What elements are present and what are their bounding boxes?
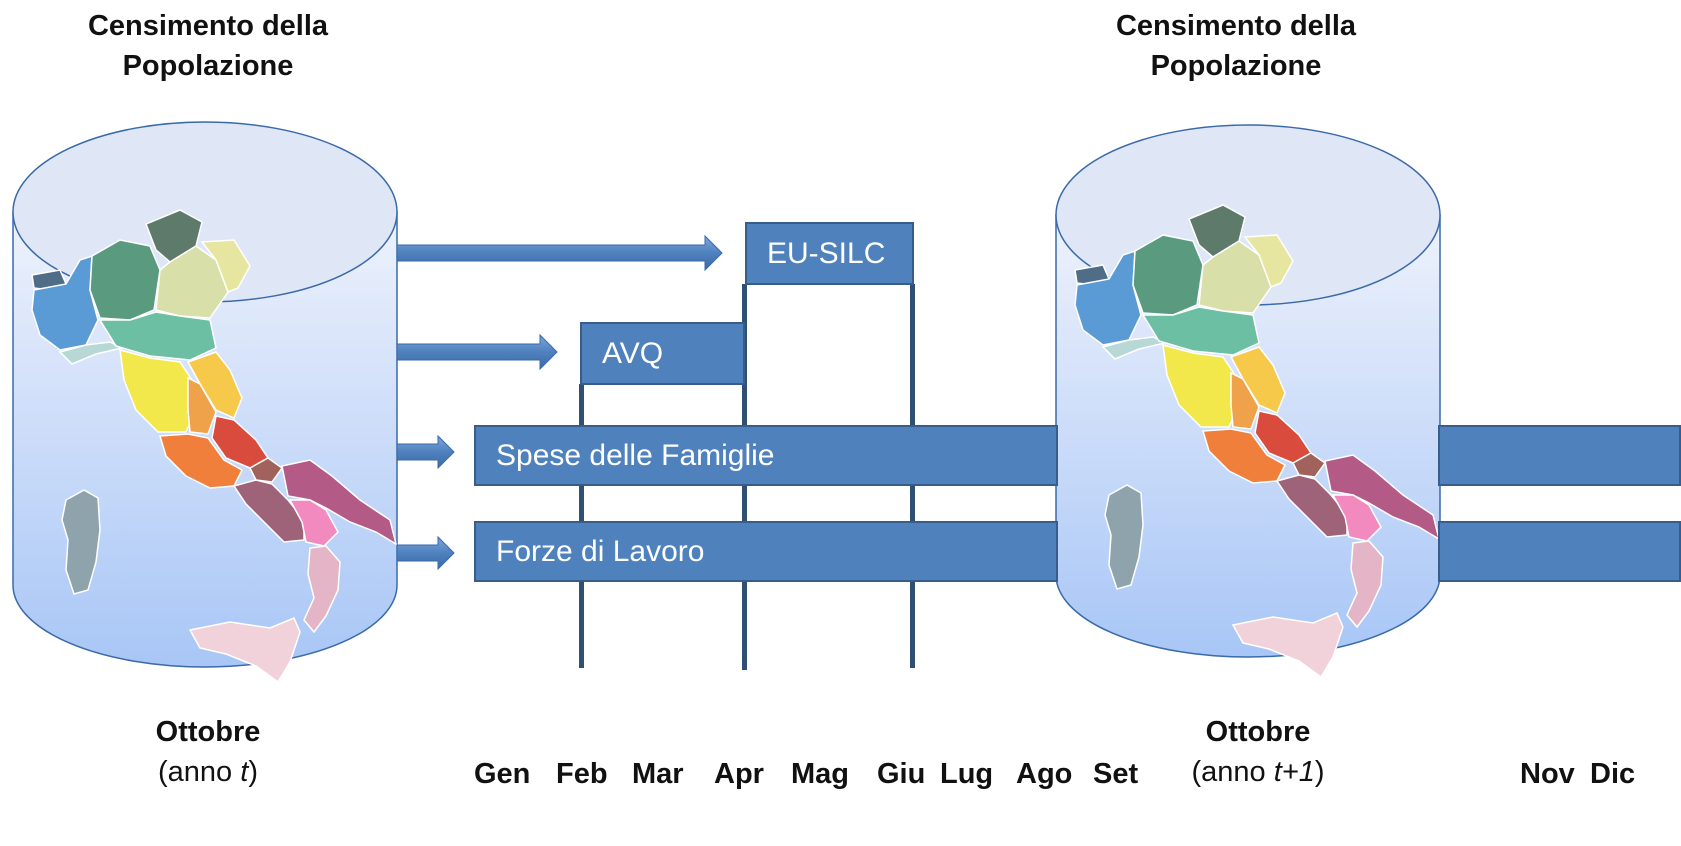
left-census-cylinder (12, 121, 398, 683)
survey-bar-spese-continued (1438, 425, 1681, 486)
month-mar: Mar (632, 758, 684, 790)
month-dic: Dic (1590, 758, 1636, 790)
survey-label-avq: AVQ (602, 336, 664, 370)
month-ago: Ago (1016, 758, 1073, 790)
right-caption-year-prefix: (anno (1191, 756, 1274, 788)
survey-bar-forze: Forze di Lavoro (474, 521, 1058, 582)
month-gen: Gen (474, 758, 531, 790)
right-caption-month: Ottobre (1205, 716, 1311, 748)
left-census-caption: Ottobre (anno t) (58, 712, 358, 792)
survey-bar-eu-silc: EU-SILC (745, 222, 914, 285)
month-feb: Feb (556, 758, 608, 790)
arrow-to-avq (396, 333, 558, 371)
survey-label-forze: Forze di Lavoro (496, 534, 705, 568)
month-giu: Giu (877, 758, 926, 790)
arrow-to-spese (396, 434, 455, 470)
survey-label-eu-silc: EU-SILC (767, 236, 886, 270)
left-caption-year-suffix: ) (248, 756, 258, 788)
month-lug: Lug (940, 758, 994, 790)
left-caption-month: Ottobre (155, 716, 261, 748)
right-caption-year-suffix: ) (1314, 756, 1325, 788)
left-caption-year-var: t (240, 756, 249, 788)
survey-bar-forze-continued (1438, 521, 1681, 582)
survey-bar-avq: AVQ (580, 322, 745, 385)
right-census-caption: Ottobre (anno t+1) (1108, 712, 1408, 792)
arrow-to-forze (396, 535, 455, 571)
month-nov: Nov (1520, 758, 1575, 790)
right-caption-year-var: t+1 (1273, 756, 1315, 788)
month-apr: Apr (714, 758, 764, 790)
month-set: Set (1093, 758, 1139, 790)
arrow-to-eu-silc (396, 234, 723, 272)
left-caption-year-prefix: (anno (158, 756, 241, 788)
right-census-title: Censimento della Popolazione (1115, 10, 1357, 82)
month-mag: Mag (791, 758, 849, 790)
left-census-title: Censimento della Popolazione (87, 10, 329, 82)
survey-label-spese: Spese delle Famiglie (496, 438, 775, 472)
survey-bar-spese: Spese delle Famiglie (474, 425, 1058, 486)
right-census-cylinder (1055, 124, 1441, 678)
